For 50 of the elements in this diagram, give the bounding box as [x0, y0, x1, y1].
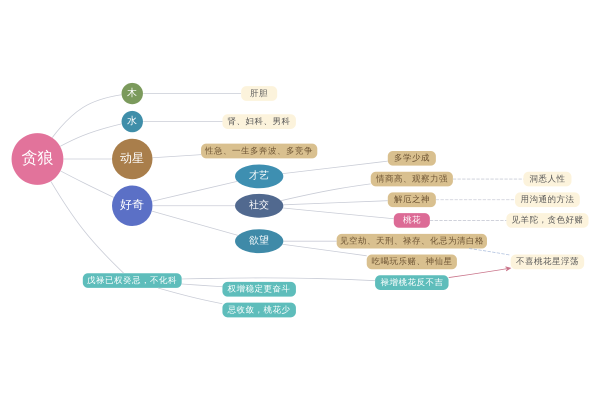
- connector: [468, 248, 511, 256]
- connector: [152, 210, 238, 236]
- connector: [50, 181, 124, 274]
- node-ellipse: 欲望: [235, 229, 284, 254]
- node-ellipse: 社交: [235, 194, 284, 218]
- node-circle: 水: [122, 110, 143, 132]
- connector: [280, 183, 372, 202]
- node-box: 见羊陀，贪色好赌: [506, 213, 589, 228]
- node-box: 吃喝玩乐赌、神仙星: [366, 254, 457, 270]
- connector: [60, 170, 114, 198]
- connector: [60, 123, 122, 147]
- connector: [282, 208, 394, 220]
- connector: [152, 205, 236, 206]
- connector: [52, 94, 122, 138]
- node-box: 用沟通的方法: [515, 192, 580, 208]
- connector: [181, 277, 376, 282]
- node-ellipse: 才艺: [235, 164, 284, 188]
- connector: [152, 180, 238, 202]
- node-box: 权增稳定更奋斗: [222, 282, 296, 297]
- connector: [181, 284, 223, 288]
- connector: [283, 200, 388, 206]
- connector: [435, 199, 516, 200]
- node-box: 洞悉人性: [523, 172, 572, 186]
- node-box: 情商高、观察力强: [370, 172, 453, 186]
- connector: [452, 178, 524, 180]
- connector: [142, 121, 223, 122]
- node-circle: 好奇: [112, 186, 152, 226]
- node-box: 禄增桃花反不吉: [375, 275, 449, 290]
- connector: [282, 160, 388, 174]
- connector: [282, 244, 368, 256]
- connector: [430, 220, 507, 221]
- connector: [152, 154, 202, 158]
- connector: [283, 240, 337, 242]
- node-box: 肾、妇科、男科: [222, 114, 296, 129]
- connector: [158, 288, 223, 304]
- node-box: 解厄之神: [388, 192, 436, 208]
- arrow: [448, 266, 511, 278]
- node-box: 肝胆: [241, 86, 278, 101]
- connector: [63, 158, 112, 160]
- node-box: 见空劫、天刑、禄存、化忌为清白格: [336, 234, 487, 249]
- node-box: 戊禄已权癸忌，不化科: [82, 273, 182, 288]
- node-box: 性急、一生多奔波、多竞争: [201, 144, 318, 158]
- node-circle: 木: [122, 82, 143, 104]
- connector: [142, 93, 242, 94]
- node-circle: 贪狼: [12, 133, 64, 185]
- node-box: 桃花: [394, 213, 430, 228]
- node-box: 不喜桃花星浮荡: [510, 254, 584, 270]
- node-box: 忌收敛，桃花少: [222, 302, 296, 318]
- node-circle: 动星: [112, 138, 152, 180]
- node-box: 多学少成: [388, 150, 436, 166]
